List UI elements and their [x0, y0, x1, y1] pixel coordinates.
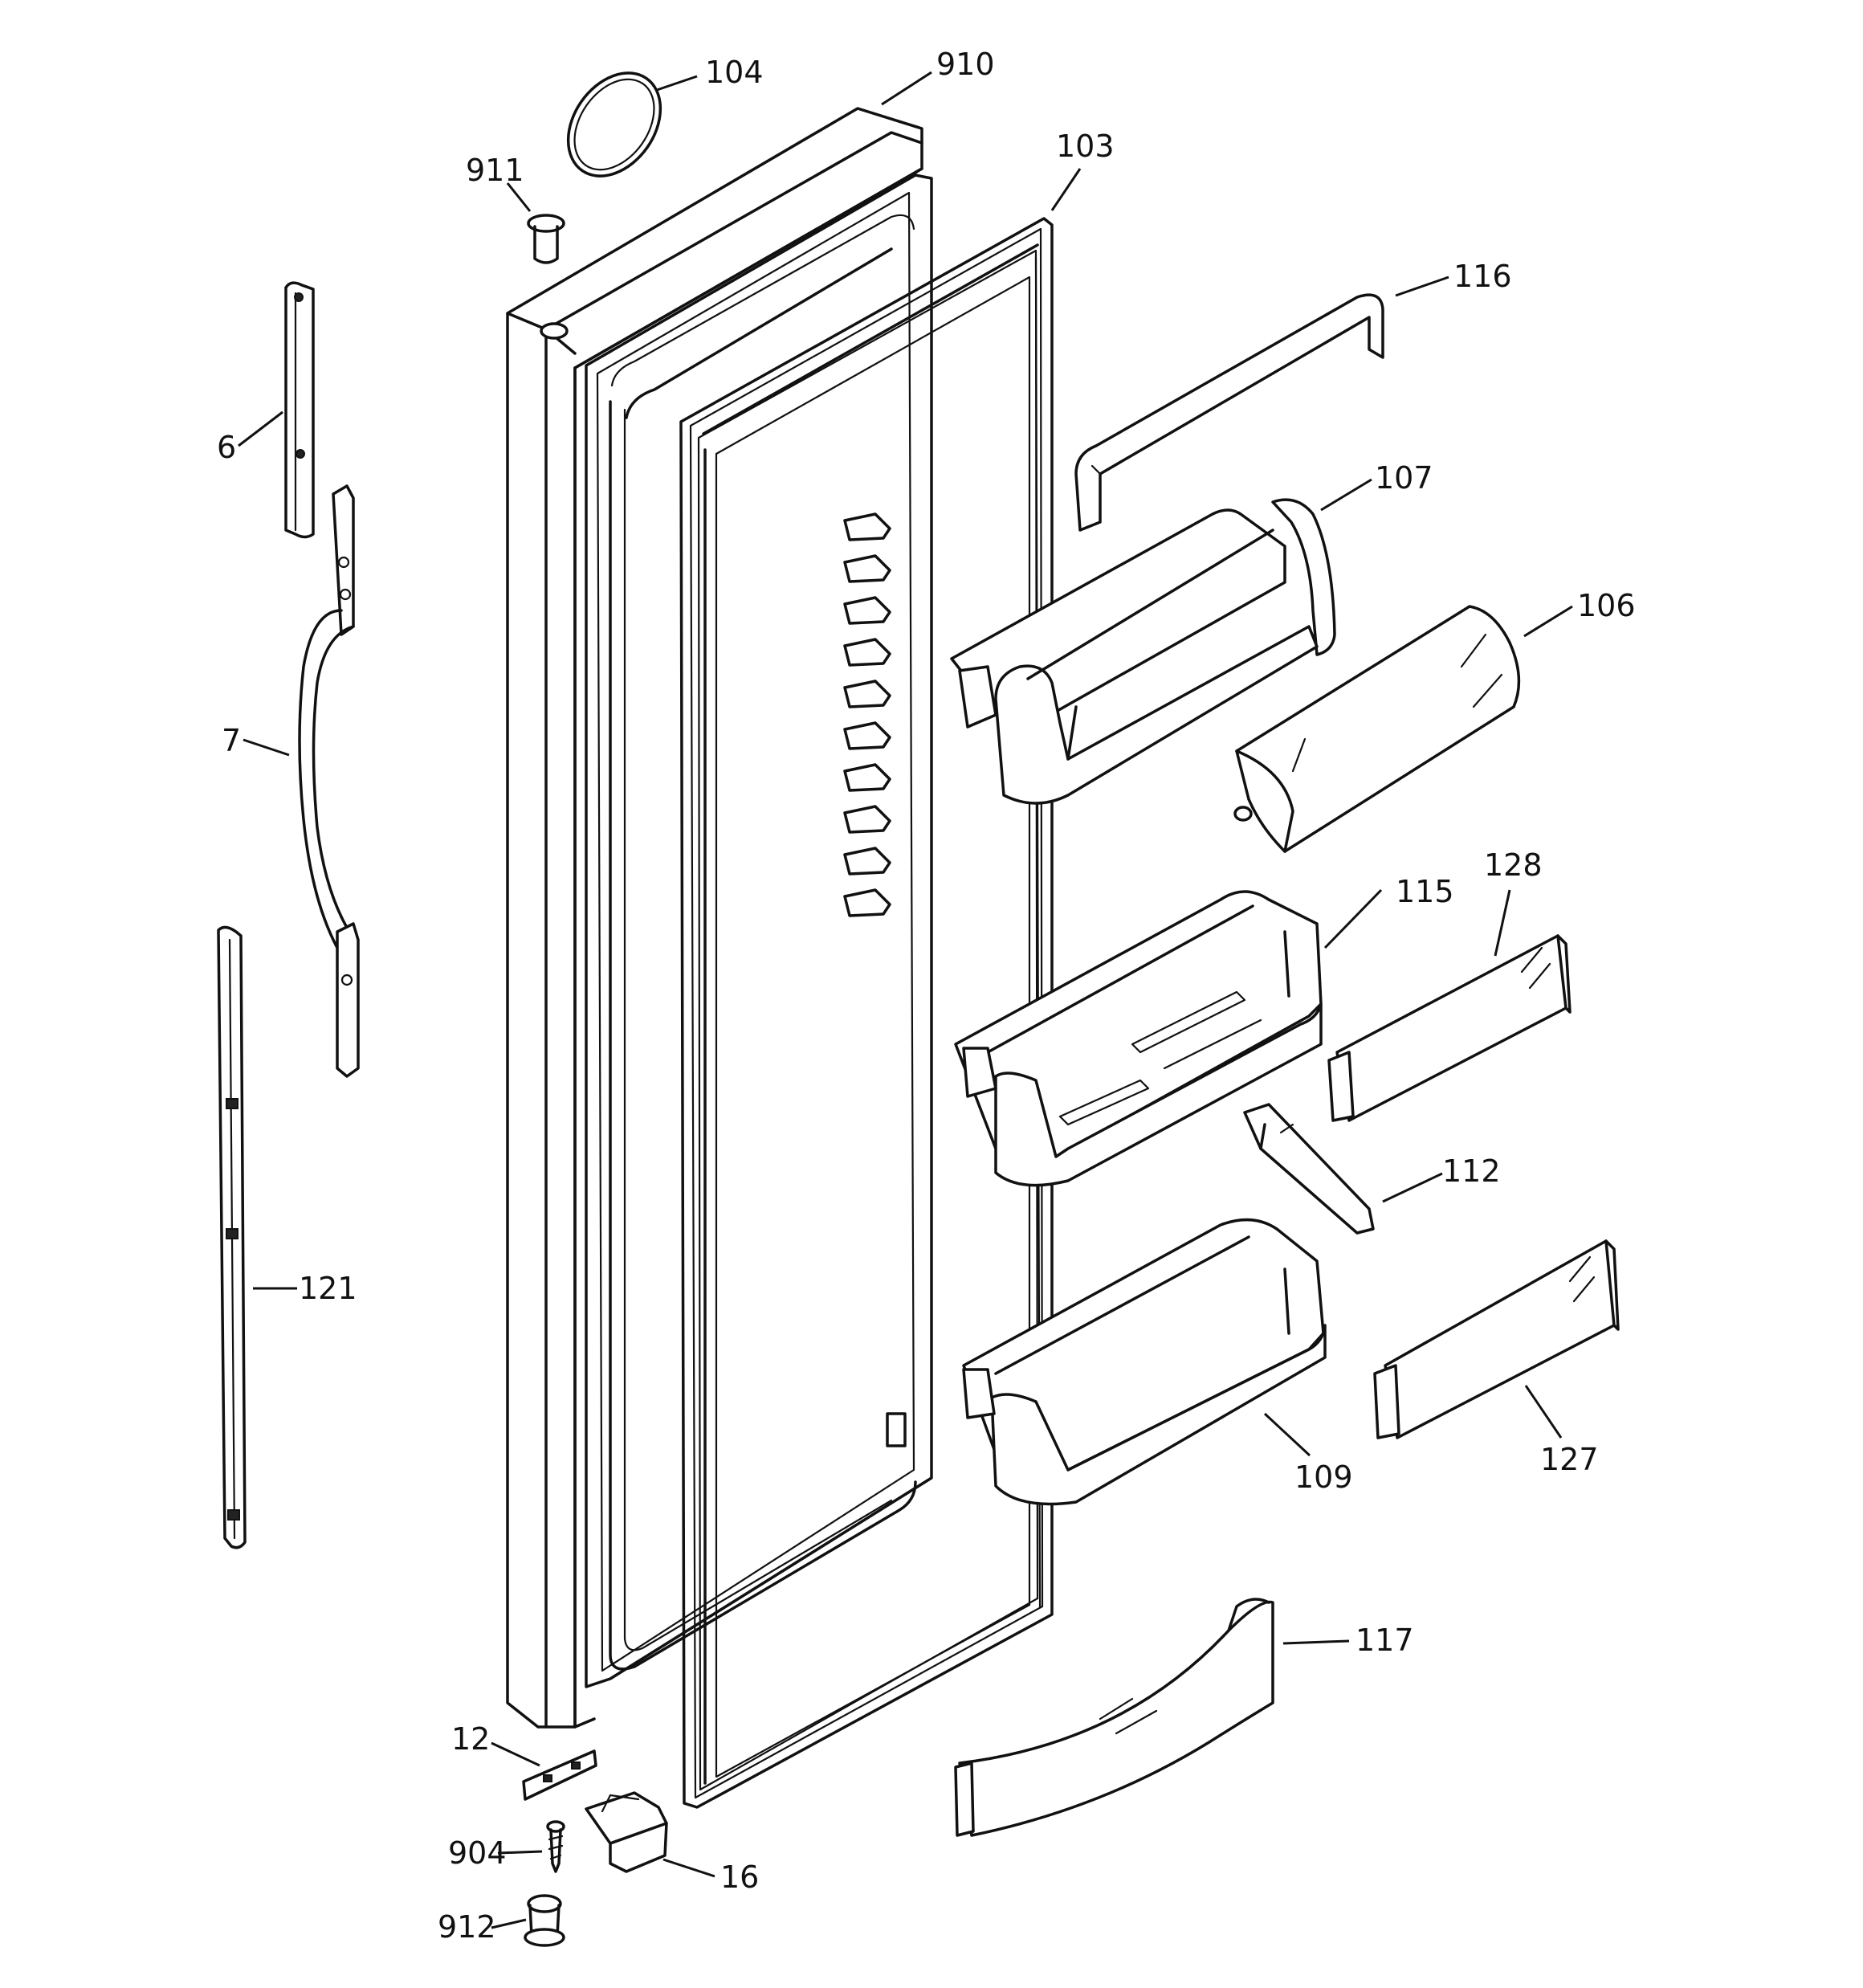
part-911-bushing — [527, 214, 565, 264]
callout-112: 112 — [1442, 1153, 1501, 1189]
part-107-bin — [950, 498, 1336, 805]
callout-904: 904 — [448, 1835, 507, 1871]
callout-12: 12 — [451, 1721, 490, 1757]
part-128-panel — [1327, 934, 1572, 1122]
callout-128: 128 — [1484, 847, 1543, 883]
part-7-handle — [298, 484, 360, 1078]
callout-labels: 104 910 911 103 116 6 107 106 7 128 115 … — [217, 47, 1636, 1945]
part-127-panel — [1373, 1239, 1620, 1439]
part-121-long-trim — [217, 925, 247, 1549]
callout-16: 16 — [720, 1859, 759, 1895]
part-117-bin-front — [954, 1598, 1274, 1837]
callout-104: 104 — [705, 55, 764, 90]
part-115-bin — [954, 890, 1323, 1187]
callout-6: 6 — [217, 430, 236, 465]
callout-911: 911 — [466, 153, 524, 188]
part-904-screw — [546, 1820, 565, 1873]
shelf-clips — [843, 512, 907, 1447]
leader-lines — [238, 71, 1573, 1929]
part-109-bin — [962, 1218, 1327, 1506]
part-12-bracket — [522, 1749, 597, 1801]
callout-115: 115 — [1396, 874, 1454, 909]
callout-103: 103 — [1056, 129, 1115, 164]
part-112-clip — [1243, 1103, 1375, 1235]
callout-107: 107 — [1375, 460, 1433, 496]
callout-106: 106 — [1577, 588, 1636, 623]
part-6-handle-trim — [284, 281, 315, 539]
callout-7: 7 — [222, 723, 241, 758]
callout-121: 121 — [299, 1271, 357, 1306]
part-912-bushing — [524, 1894, 565, 1947]
part-910-door-shell — [506, 107, 933, 1729]
callout-117: 117 — [1355, 1623, 1414, 1658]
part-104-ring — [566, 71, 662, 178]
part-16-hinge — [585, 1791, 668, 1873]
part-106-bin — [1233, 605, 1521, 853]
part-103-gasket — [679, 217, 1054, 1809]
callout-109: 109 — [1294, 1459, 1353, 1495]
callout-910: 910 — [936, 47, 995, 82]
callout-116: 116 — [1453, 259, 1512, 294]
callout-127: 127 — [1540, 1442, 1599, 1477]
part-116-top-bar — [1074, 293, 1384, 532]
callout-912: 912 — [438, 1909, 496, 1945]
